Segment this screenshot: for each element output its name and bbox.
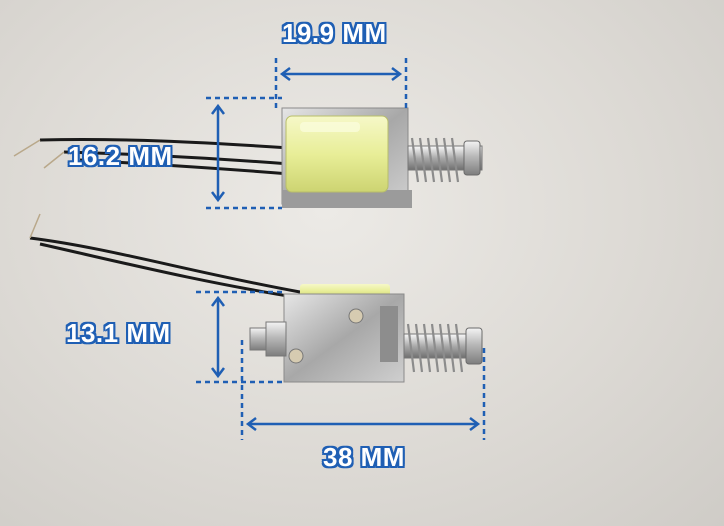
bottom-height-label: 13.1 MM xyxy=(66,318,171,348)
top-coil xyxy=(285,115,389,193)
top-plunger-cap xyxy=(463,140,481,176)
top-width-label: 19.9 MM xyxy=(282,18,387,48)
dimension-bottom-length xyxy=(240,340,486,440)
top-frame-base xyxy=(282,190,412,208)
bottom-frame-slot xyxy=(380,306,398,362)
bottom-wire-tip xyxy=(29,213,41,239)
top-coil-highlight xyxy=(300,122,360,132)
top-height-label: 16.2 MM xyxy=(68,141,173,171)
bottom-screw-head xyxy=(265,321,287,357)
bottom-solenoid xyxy=(29,213,483,383)
top-wire-tip-2 xyxy=(43,151,65,169)
bottom-wire-1 xyxy=(29,236,301,294)
bottom-spring xyxy=(406,323,464,373)
top-wire-1 xyxy=(39,137,291,150)
bottom-wire-2 xyxy=(39,242,301,300)
top-wire-tip xyxy=(13,139,41,157)
dimension-top-width xyxy=(274,58,408,108)
bottom-frame-hole-1 xyxy=(348,308,364,324)
dimension-bottom-height xyxy=(196,290,284,384)
top-wire-2 xyxy=(63,150,291,166)
top-wire-3 xyxy=(79,158,291,176)
bottom-frame-hole-2 xyxy=(288,348,304,364)
dimension-top-height xyxy=(206,96,282,210)
bottom-plunger-cap xyxy=(465,327,483,365)
top-solenoid xyxy=(13,107,483,208)
top-spring xyxy=(410,137,460,183)
bottom-length-label: 38 MM xyxy=(323,442,405,472)
